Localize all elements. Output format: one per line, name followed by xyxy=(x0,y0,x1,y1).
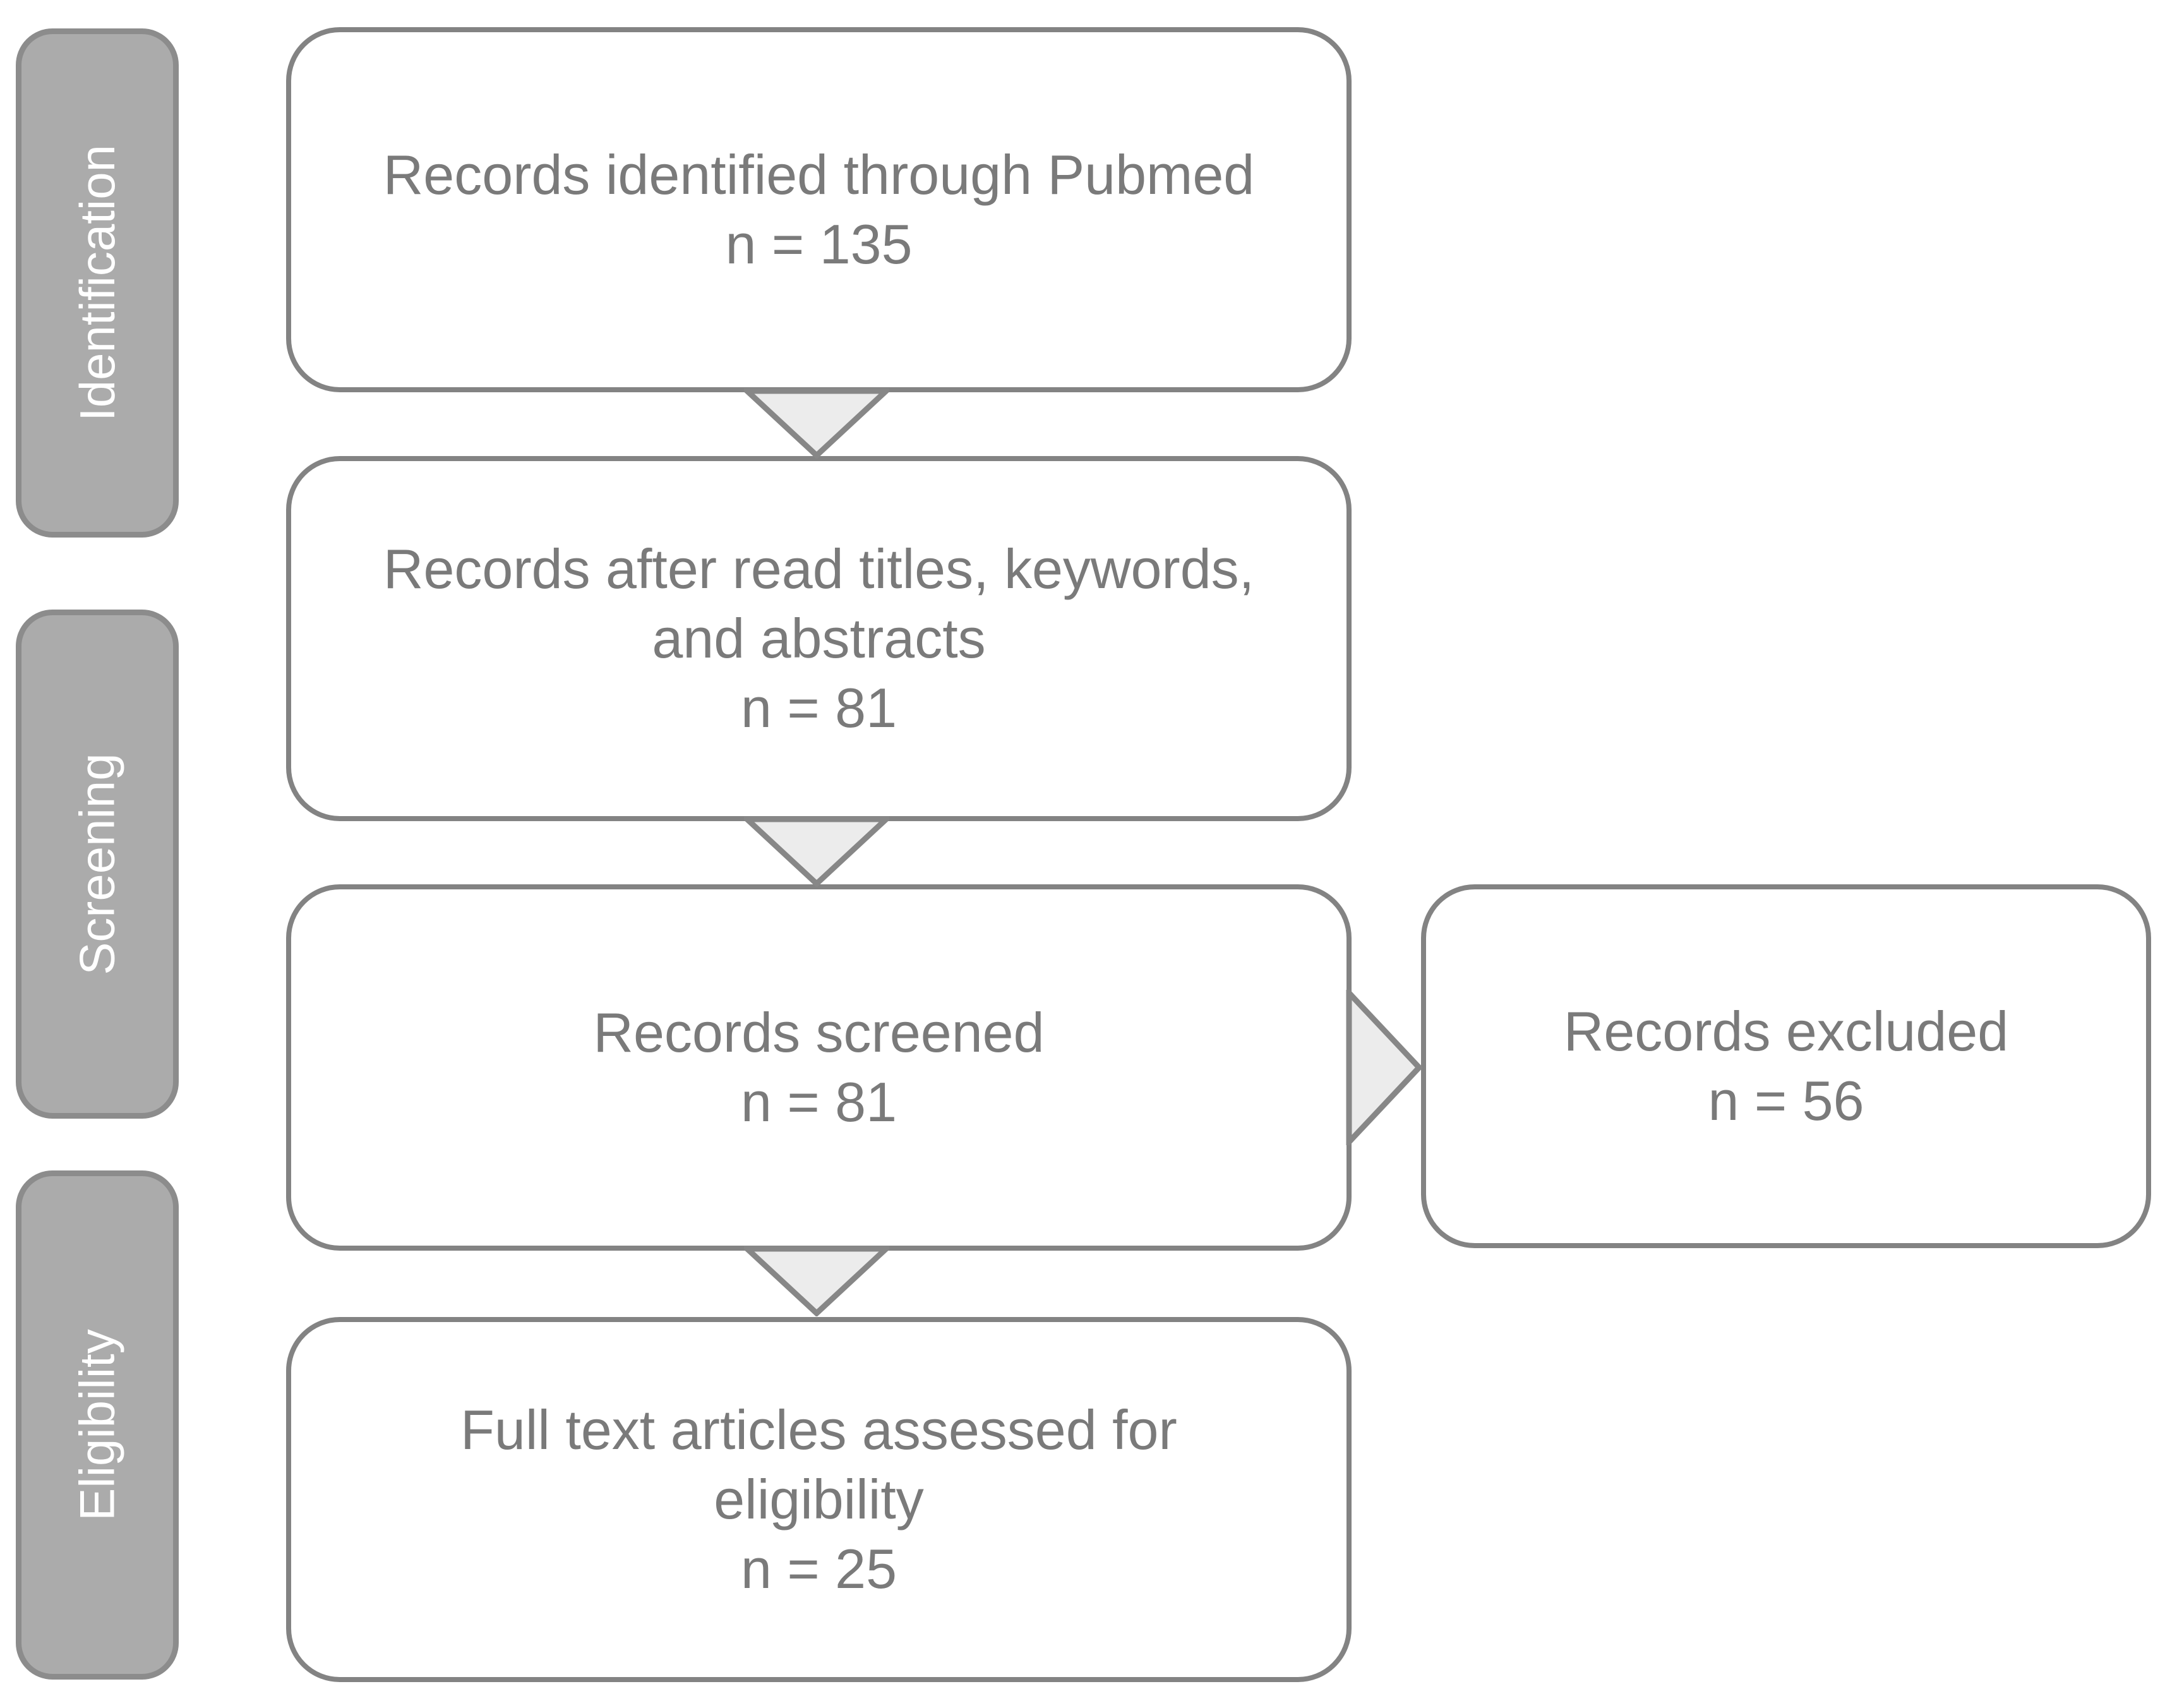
stage-label-eligibility: Eligibility xyxy=(16,1170,179,1680)
flow-box-line: and abstracts xyxy=(652,607,986,670)
flow-box-line: Full text articles assessed for xyxy=(460,1398,1177,1461)
stage-label-text: Screening xyxy=(69,753,126,975)
flow-box-line: Records screened xyxy=(593,1001,1045,1064)
flow-box-line: eligibility xyxy=(714,1468,924,1531)
stage-label-screening: Screening xyxy=(16,610,179,1119)
flow-box-count: n = 135 xyxy=(725,213,913,275)
flow-box-line: Records after read titles, keywords, xyxy=(383,538,1255,600)
flow-box-count: n = 56 xyxy=(1708,1069,1864,1132)
flow-box-records-after-read: Records after read titles, keywords, and… xyxy=(286,456,1352,821)
flow-box-records-identified: Records identified through Pubmed n = 13… xyxy=(286,27,1352,392)
down-arrow-icon xyxy=(744,1246,889,1316)
flow-box-count: n = 25 xyxy=(740,1537,897,1600)
flow-box-line: Records identified through Pubmed xyxy=(383,143,1255,206)
flow-box-records-screened: Records screened n = 81 xyxy=(286,884,1352,1251)
flow-box-full-text-assessed: Full text articles assessed for eligibil… xyxy=(286,1317,1352,1682)
flow-box-records-excluded: Records excluded n = 56 xyxy=(1421,884,2151,1248)
stage-label-identification: Identification xyxy=(16,28,179,538)
down-arrow-icon xyxy=(744,816,889,887)
right-arrow-icon xyxy=(1346,990,1422,1145)
flow-box-count: n = 81 xyxy=(740,677,897,739)
down-arrow-icon xyxy=(744,388,889,459)
flow-box-line: Records excluded xyxy=(1563,1000,2009,1062)
stage-label-text: Eligibility xyxy=(69,1329,125,1521)
flow-box-count: n = 81 xyxy=(740,1071,897,1133)
stage-label-text: Identification xyxy=(69,145,126,421)
